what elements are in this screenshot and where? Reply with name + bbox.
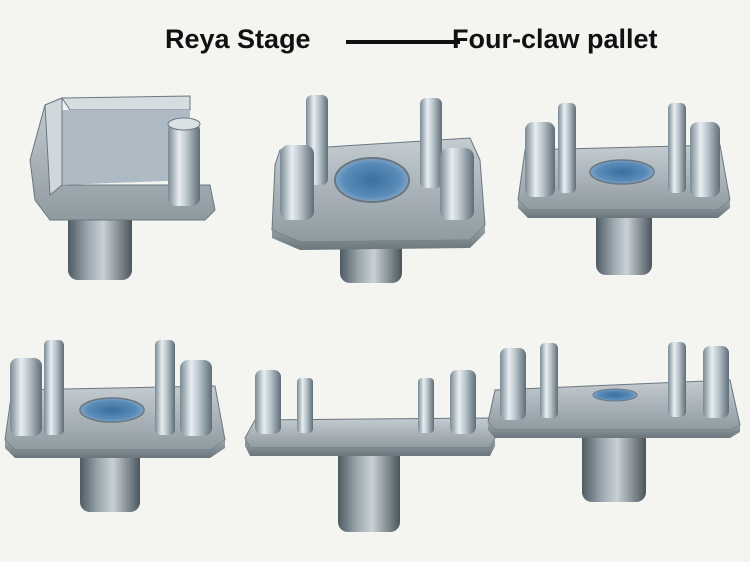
product-u-bracket-single-pin (29, 95, 216, 280)
reya-stage-label: Reya Stage (165, 24, 311, 54)
product-four-pin-oval-hole-lower (4, 340, 226, 512)
four-claw-pallet-label: Four-claw pallet (452, 24, 658, 54)
product-four-pin-wide-plate (487, 342, 741, 502)
connector-line (346, 40, 460, 44)
product-four-pin-flat-plate (244, 370, 496, 532)
product-four-pin-round-hole-large (271, 95, 486, 283)
header: Reya Stage Four-claw pallet (0, 0, 750, 80)
product-photo (4, 95, 741, 532)
product-four-pin-oval-hole (517, 103, 731, 275)
